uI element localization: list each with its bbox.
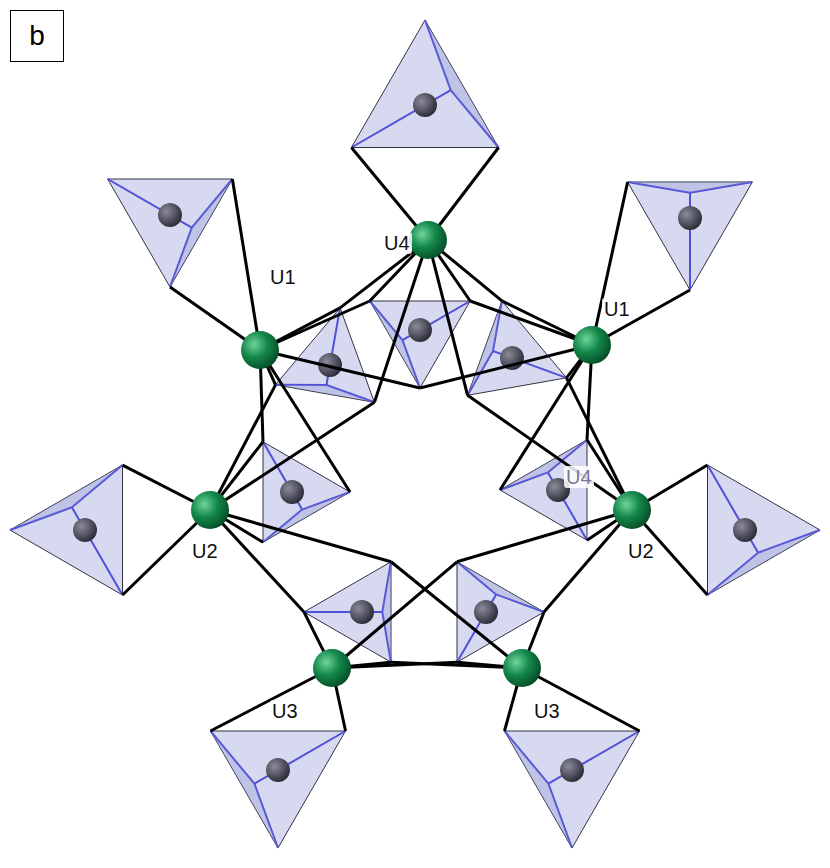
- u-o-bond: [567, 378, 632, 510]
- atom-label: U1: [268, 266, 298, 288]
- tetra-edge: [548, 731, 639, 784]
- po4-tetrahedron: [351, 20, 498, 148]
- po4-tetrahedron: [211, 731, 346, 848]
- phosphorus-atom: [408, 318, 432, 342]
- tetra-edge: [351, 90, 450, 147]
- u-o-bond: [391, 562, 522, 668]
- phosphorus-atom: [266, 758, 290, 782]
- tetra-face: [425, 20, 499, 148]
- u-o-bond: [232, 179, 260, 350]
- tetra-edge: [708, 465, 759, 553]
- atom-label: U4: [382, 232, 412, 254]
- u-o-bond: [544, 510, 632, 612]
- u-o-bond: [522, 668, 640, 731]
- tetra-face: [468, 301, 502, 395]
- phosphorus-atom: [280, 480, 304, 504]
- atom-label: U3: [532, 700, 562, 722]
- uranium-atom: [503, 649, 541, 687]
- panel-letter: b: [29, 20, 45, 52]
- u-o-bond: [260, 350, 350, 492]
- po4-tetrahedron: [500, 440, 587, 540]
- uranium-atom: [191, 491, 229, 529]
- uranium-atom: [241, 331, 279, 369]
- u-o-bond: [592, 182, 628, 345]
- tetra-edge: [254, 731, 345, 784]
- po4-tetrahedron: [708, 465, 821, 595]
- po4-tetrahedron: [304, 562, 391, 662]
- atom-label: U1: [602, 298, 632, 320]
- tetra-face: [382, 562, 391, 662]
- uranium-atom: [573, 326, 611, 364]
- atom-label: U2: [626, 540, 656, 562]
- tetra-edge: [108, 179, 192, 228]
- u-o-bond: [457, 510, 632, 562]
- phosphorus-atom: [413, 93, 437, 117]
- tetra-edge: [72, 507, 123, 595]
- uranium-atom: [409, 221, 447, 259]
- u-o-bond: [470, 301, 592, 345]
- phosphorus-atom: [158, 203, 182, 227]
- tetra-face: [170, 179, 232, 287]
- tetra-face: [210, 731, 278, 848]
- tetra-face: [457, 562, 544, 612]
- phosphorus-atom: [73, 518, 97, 542]
- tetra-face: [504, 731, 572, 848]
- panel-label-box: b: [10, 10, 64, 62]
- atom-label: U3: [270, 700, 300, 722]
- tetra-face: [628, 182, 753, 193]
- po4-tetrahedron: [10, 465, 123, 595]
- u-o-bond: [210, 668, 332, 731]
- po4-tetrahedron: [108, 179, 233, 287]
- u-o-bond: [210, 385, 275, 510]
- phosphorus-atom: [733, 518, 757, 542]
- u-o-bond: [210, 510, 391, 562]
- po4-tetrahedron: [628, 182, 753, 290]
- phosphorus-atom: [560, 758, 584, 782]
- u-o-bond: [391, 662, 522, 668]
- po4-tetrahedron: [263, 442, 350, 542]
- atom-label: U2: [190, 540, 220, 562]
- u-o-bond: [428, 240, 468, 395]
- u-o-bond: [210, 402, 374, 510]
- u-o-bond: [420, 345, 592, 388]
- atom-label: U4: [564, 466, 594, 488]
- phosphorus-atom: [474, 600, 498, 624]
- tetra-face: [10, 465, 123, 530]
- uranium-atom: [313, 649, 351, 687]
- u-o-bond: [332, 562, 457, 668]
- u-o-bond: [468, 395, 632, 510]
- po4-tetrahedron: [505, 731, 640, 848]
- u-o-bond: [260, 350, 420, 388]
- tetra-face: [708, 530, 821, 595]
- uranium-atom: [613, 491, 651, 529]
- u-o-bond: [210, 510, 304, 612]
- tetra-face: [263, 492, 350, 542]
- phosphorus-atom: [350, 600, 374, 624]
- po4-tetrahedron: [468, 301, 567, 395]
- phosphorus-atom: [678, 206, 702, 230]
